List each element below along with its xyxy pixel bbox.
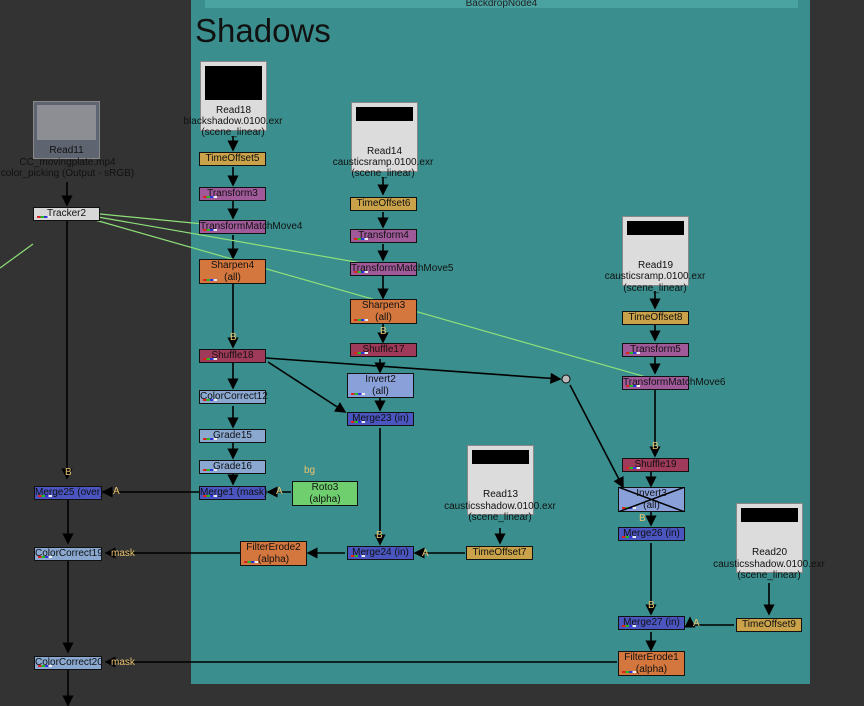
read14-colorspace: (scene_linear) (351, 168, 415, 179)
read11-label: Read11 (49, 145, 84, 156)
input-mask-tag: mask (111, 657, 135, 668)
read13-file: causticsshadow.0100.exr (444, 501, 556, 512)
read19-file: causticsramp.0100.exr (604, 271, 706, 282)
merge27-node[interactable]: Merge27 (in) (618, 616, 685, 630)
colorcorrect19-node[interactable]: ColorCorrect19 (34, 547, 103, 561)
read20-thumbnail (741, 508, 798, 522)
read19-thumbnail (627, 221, 684, 235)
grade15-node[interactable]: Grade15 (199, 429, 266, 443)
pipe (569, 384, 624, 489)
backdrop-node[interactable] (191, 0, 810, 684)
read13-node[interactable]: Read13 (467, 445, 534, 515)
matchmove5-node[interactable]: TransformMatchMove5 (350, 262, 454, 276)
input-mask-tag: mask (111, 548, 135, 559)
read18-file: blackshadow.0100.exr (183, 116, 283, 127)
backdrop-title: BackdropNode4 (205, 0, 798, 8)
timeoffset9-node[interactable]: TimeOffset9 (736, 618, 802, 632)
input-b-tag: B (376, 530, 383, 541)
timeoffset8-node[interactable]: TimeOffset8 (622, 311, 689, 325)
read19-colorspace: (scene_linear) (623, 283, 687, 294)
read20-node[interactable]: Read20 (736, 503, 803, 573)
roto3-node[interactable]: Roto3(alpha) (292, 481, 358, 506)
input-bg-tag: bg (304, 465, 316, 476)
pipe (684, 616, 734, 628)
filtererode2-node[interactable]: FilterErode2(alpha) (240, 541, 307, 566)
shuffle19-node[interactable]: Shuffle19 (622, 458, 689, 472)
colorcorrect12-node[interactable]: ColorCorrect12 (199, 390, 268, 404)
filtererode1-node[interactable]: FilterErode1(alpha) (618, 651, 685, 676)
grade16-node[interactable]: Grade16 (199, 460, 266, 474)
input-b-tag: B (652, 441, 659, 452)
invert2-node[interactable]: Invert2(all) (347, 373, 414, 398)
input-b-tag: B (380, 326, 387, 337)
read19-label: Read19 (637, 260, 674, 271)
timeoffset6-node[interactable]: TimeOffset6 (350, 197, 417, 211)
input-b-tag: B (648, 600, 655, 611)
shuffle18-node[interactable]: Shuffle18 (199, 349, 266, 363)
read20-colorspace: (scene_linear) (737, 570, 801, 581)
transform3-node[interactable]: Transform3 (199, 187, 266, 201)
tracker2-node[interactable]: Tracker2 (33, 207, 100, 221)
colorcorrect20-node[interactable]: ColorCorrect20 (34, 656, 103, 670)
merge1-node[interactable]: Merge1 (mask) (199, 486, 268, 500)
read20-file: causticsshadow.0100.exr (713, 559, 825, 570)
tracker-link (0, 243, 34, 269)
sharpen3-node[interactable]: Sharpen3(all) (350, 299, 417, 324)
timeoffset5-node[interactable]: TimeOffset5 (199, 152, 266, 166)
read13-thumbnail (472, 450, 529, 464)
input-a-tag: A (693, 618, 700, 629)
dot-node (561, 374, 571, 384)
pipe (267, 361, 347, 413)
transform4-node[interactable]: Transform4 (350, 229, 417, 243)
read13-label: Read13 (482, 489, 519, 500)
matchmove6-node[interactable]: TransformMatchMove6 (622, 376, 726, 390)
read11-node[interactable]: Read11 (33, 101, 100, 159)
read20-label: Read20 (751, 547, 788, 558)
merge24-node[interactable]: Merge24 (in) (347, 546, 414, 560)
merge26-node[interactable]: Merge26 (in) (618, 527, 685, 541)
read18-node[interactable]: Read18 (200, 61, 267, 131)
backdrop-label: Shadows (195, 12, 331, 49)
timeoffset7-node[interactable]: TimeOffset7 (466, 546, 533, 560)
read14-file: causticsramp.0100.exr (332, 157, 434, 168)
read14-node[interactable]: Read14 (351, 102, 418, 172)
input-a-tag: A (113, 486, 120, 497)
read14-label: Read14 (366, 146, 403, 157)
input-b-tag: B (65, 467, 72, 478)
read11-thumbnail (37, 105, 96, 140)
read18-thumbnail (205, 66, 262, 100)
input-a-tag: A (422, 548, 429, 559)
read11-file: CC_movingplate.mp4 (19, 157, 116, 168)
merge25-node[interactable]: Merge25 (over) (34, 486, 104, 500)
invert3-node[interactable]: Invert3(all) (618, 487, 685, 512)
shuffle17-node[interactable]: Shuffle17 (350, 343, 417, 357)
read11-colorspace: color_picking (Output - sRGB) (0, 168, 135, 179)
transform5-node[interactable]: Transform5 (622, 343, 689, 357)
merge23-node[interactable]: Merge23 (in) (347, 412, 414, 426)
read18-colorspace: (scene_linear) (201, 127, 265, 138)
disabled-cross-icon (618, 487, 685, 512)
input-a-tag: A (276, 486, 283, 497)
pipe (265, 357, 562, 384)
read14-thumbnail (356, 107, 413, 121)
read19-node[interactable]: Read19 (622, 216, 689, 286)
matchmove4-node[interactable]: TransformMatchMove4 (199, 220, 303, 234)
read13-colorspace: (scene_linear) (468, 512, 532, 523)
read18-label: Read18 (215, 105, 252, 116)
input-b-tag: B (230, 332, 237, 343)
sharpen4-node[interactable]: Sharpen4(all) (199, 259, 266, 284)
input-b-tag: B (639, 513, 646, 524)
